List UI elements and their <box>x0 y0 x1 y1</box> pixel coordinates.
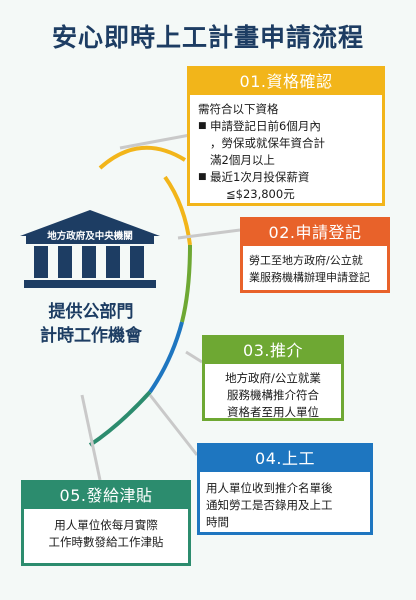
requirement-1-line-3: 滿2個月以上 <box>210 153 275 167</box>
government-building-icon <box>20 210 160 288</box>
step-3-line-1: 地方政府/公立就業 <box>225 371 321 385</box>
center-caption: 提供公部門 計時工作機會 <box>16 300 166 348</box>
step-4-line-1: 用人單位收到推介名單後 <box>206 481 333 495</box>
step-3-line-2: 服務機構推介符合 <box>227 388 319 402</box>
connector-2 <box>177 228 241 240</box>
requirement-item: ■ 最近1次月投保薪資 <box>198 169 376 186</box>
requirement-2-line-2: ≦$23,800元 <box>226 187 295 201</box>
requirement-2-line-1: 最近1次月投保薪資 <box>210 170 310 184</box>
step-application-registration: 02.申請登記 勞工至地方政府/公立就 業服務機構辦理申請登記 <box>240 217 390 293</box>
step-5-line-1: 用人單位依每月實際 <box>54 518 158 532</box>
step-1-intro: 需符合以下資格 <box>198 102 279 116</box>
step-4-body: 用人單位收到推介名單後 通知勞工是否錄用及上工 時間 <box>200 472 370 531</box>
agency-label: 地方政府及中央機關 <box>47 231 133 242</box>
step-3-body: 地方政府/公立就業 服務機構推介符合 資格者至用人單位 <box>205 364 341 421</box>
step-4-line-3: 時間 <box>206 515 229 529</box>
center-caption-line-1: 提供公部門 <box>48 302 134 322</box>
step-5-label: 05.發給津貼 <box>24 483 188 509</box>
step-2-body: 勞工至地方政府/公立就 業服務機構辦理申請登記 <box>243 246 387 286</box>
step-referral: 03.推介 地方政府/公立就業 服務機構推介符合 資格者至用人單位 <box>202 335 344 421</box>
requirement-1-line-2: ，勞保或就保年資合計 <box>210 136 325 150</box>
curve-segment-4 <box>148 321 184 394</box>
curve-segment-3 <box>180 244 192 323</box>
curve-segment-5 <box>88 390 152 447</box>
step-start-work: 04.上工 用人單位收到推介名單後 通知勞工是否錄用及上工 時間 <box>197 443 373 535</box>
curve-segment-1 <box>98 145 187 170</box>
connector-1 <box>119 133 191 150</box>
step-allowance-payment: 05.發給津貼 用人單位依每月實際 工作時數發給工作津貼 <box>21 480 191 566</box>
square-bullet-icon: ■ <box>198 121 207 131</box>
connector-4 <box>148 394 199 456</box>
step-2-label: 02.申請登記 <box>243 220 387 246</box>
step-3-line-3: 資格者至用人單位 <box>227 405 319 419</box>
center-caption-line-2: 計時工作機會 <box>40 326 142 346</box>
step-4-label: 04.上工 <box>200 446 370 472</box>
connector-3 <box>185 350 203 364</box>
step-1-body: 需符合以下資格 ■ 申請登記日前6個月內 ，勞保或就保年資合計 滿2個月以上 ■… <box>190 95 382 203</box>
step-5-body: 用人單位依每月實際 工作時數發給工作津貼 <box>24 509 188 551</box>
step-5-line-2: 工作時數發給工作津貼 <box>48 535 164 549</box>
step-1-label: 01.資格確認 <box>190 69 382 95</box>
step-3-label: 03.推介 <box>205 338 341 364</box>
connector-5 <box>80 394 102 481</box>
page-title: 安心即時上工計畫申請流程 <box>51 23 364 52</box>
requirement-item: ■ 申請登記日前6個月內 <box>198 118 376 135</box>
step-2-line-2: 業服務機構辦理申請登記 <box>249 271 370 284</box>
square-bullet-icon: ■ <box>198 172 207 182</box>
step-2-line-1: 勞工至地方政府/公立就 <box>249 254 363 267</box>
step-qualification-check: 01.資格確認 需符合以下資格 ■ 申請登記日前6個月內 ，勞保或就保年資合計 … <box>187 66 385 206</box>
step-4-line-2: 通知勞工是否錄用及上工 <box>206 498 333 512</box>
requirement-1-line-1: 申請登記日前6個月內 <box>210 119 321 133</box>
